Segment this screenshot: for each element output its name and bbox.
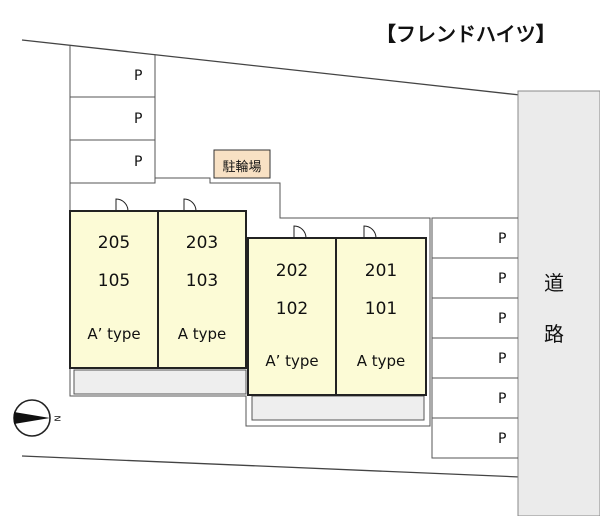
building-outline: [69, 177, 431, 427]
unit-202-upper: 202: [275, 261, 309, 281]
north-letter: N: [52, 415, 62, 422]
parking-label-left-3: P: [134, 154, 143, 170]
site-boundary-bottom: [21, 455, 521, 478]
unit-201-upper: 201: [364, 261, 398, 281]
compass-arrow-icon: [14, 412, 50, 424]
balcony-right: [251, 395, 425, 421]
unit-101-lower: 101: [364, 299, 398, 319]
unit-block-203: [157, 210, 247, 369]
north-compass: [13, 399, 51, 437]
parking-label-right-6: P: [498, 431, 507, 447]
unit-205-type: A’ type: [87, 325, 141, 343]
bike-parking-label: 駐輪場: [222, 160, 262, 175]
door-icon: [363, 225, 377, 239]
parking-label-right-4: P: [498, 351, 507, 367]
parking-label-right-5: P: [498, 391, 507, 407]
unit-205-upper: 205: [97, 233, 131, 253]
right-parking-area: [431, 217, 518, 459]
site-boundary: [21, 39, 521, 96]
unit-105-lower: 105: [97, 271, 131, 291]
road-strip: [517, 90, 600, 516]
unit-201-type: A type: [356, 352, 406, 370]
balcony-left: [73, 369, 247, 395]
parking-label-right-1: P: [498, 231, 507, 247]
parking-label-left-2: P: [134, 111, 143, 127]
bike-parking-box: [213, 149, 271, 179]
unit-103-lower: 103: [185, 271, 219, 291]
unit-203-type: A type: [177, 325, 227, 343]
door-icon: [293, 225, 307, 239]
unit-203-upper: 203: [185, 233, 219, 253]
parking-label-right-3: P: [498, 311, 507, 327]
page-title: 【フレンドハイツ】: [376, 22, 556, 46]
door-icon: [115, 198, 129, 212]
parking-label-left-1: P: [134, 68, 143, 84]
unit-102-lower: 102: [275, 299, 309, 319]
unit-202-type: A’ type: [265, 352, 319, 370]
road-label-1: 道: [544, 271, 564, 295]
road-label-2: 路: [544, 322, 564, 346]
parking-label-right-2: P: [498, 271, 507, 287]
unit-block-201: [335, 237, 427, 396]
door-icon: [183, 198, 197, 212]
units-layer: [69, 198, 427, 396]
